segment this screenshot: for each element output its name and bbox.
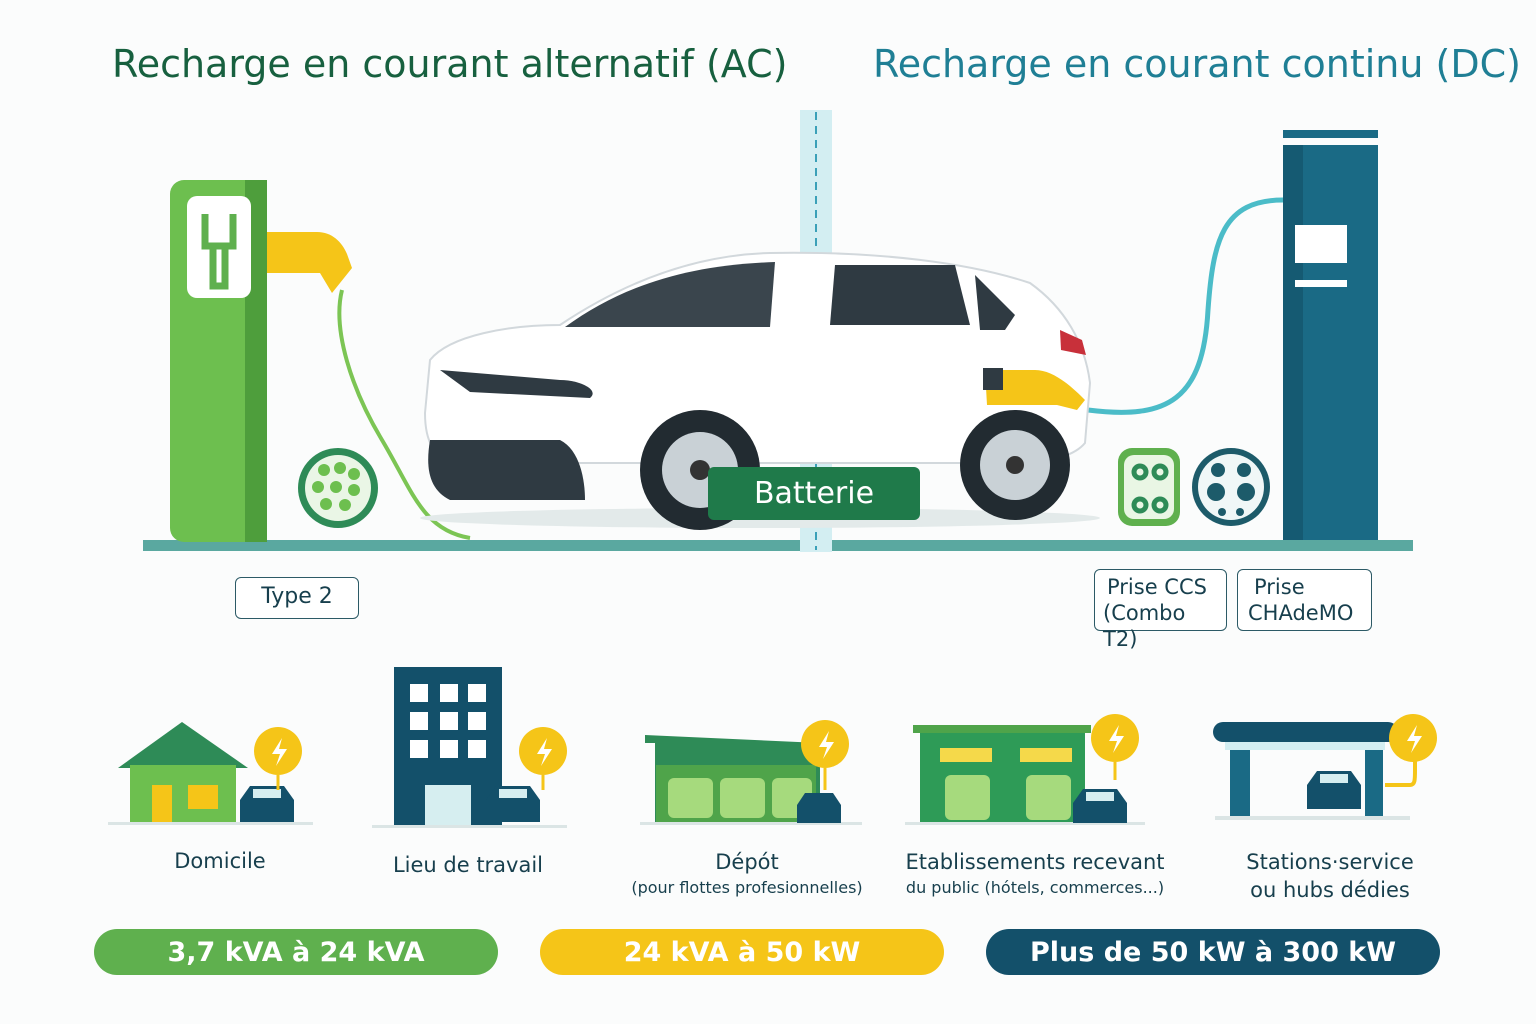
car-icon [1307, 771, 1361, 809]
location-public: Etablissements recevant du public (hótels… [895, 848, 1175, 900]
dc-title: Recharge en courant continu (DC) [873, 42, 1521, 86]
depot-icon [640, 735, 862, 825]
ccs-label: Prise CCS (Combo T2) [1094, 569, 1227, 651]
power-range-mid: 24 kVA à 50 kW [540, 929, 944, 975]
location-station: Stations·service ou hubs dédies [1215, 848, 1445, 904]
ac-title: Recharge en courant alternatif (AC) [112, 42, 788, 86]
location-sub: du public (hótels, commerces...) [905, 878, 1165, 897]
type2-text: Type 2 [261, 584, 333, 609]
location-name: Lieu de travail [392, 853, 544, 877]
dc-charger-icon [1087, 130, 1378, 540]
lightning-icon [1389, 714, 1437, 762]
office-building-icon [372, 667, 567, 828]
ccs-line2: (Combo T2) [1103, 601, 1186, 651]
type2-label: Type 2 [235, 577, 359, 619]
chademo-line2: CHAdeMO [1248, 601, 1354, 625]
lightning-icon [801, 720, 849, 790]
chademo-line1: Prise [1254, 575, 1305, 599]
lightning-icon [254, 727, 302, 790]
electric-car-illustration [420, 251, 1100, 530]
power-range-dc-high: Plus de 50 kW à 300 kW [986, 929, 1440, 975]
ac-charger-icon [170, 180, 471, 542]
car-icon [797, 793, 841, 823]
service-station-icon [1213, 722, 1417, 820]
location-sub: (pour flottes profesionnelles) [631, 878, 863, 897]
location-name: Etablissements recevant [905, 850, 1165, 874]
location-name: Domicile [174, 849, 266, 873]
location-depot: Dépót (pour flottes profesionnelles) [622, 848, 872, 900]
house-icon [108, 722, 313, 825]
location-name: Stations·service [1246, 850, 1414, 874]
location-name: Dépót [715, 850, 779, 874]
car-icon [240, 786, 294, 822]
power-range-ac-low: 3,7 kVA à 24 kVA [94, 929, 498, 975]
chademo-label: Prise CHAdeMO [1237, 569, 1372, 631]
ground-line [143, 540, 1413, 551]
lightning-icon [519, 727, 567, 790]
location-sub: ou hubs dédies [1250, 878, 1410, 902]
lightning-icon [1091, 714, 1139, 780]
battery-label: Batterie [708, 467, 920, 520]
ccs-line1: Prise CCS [1107, 575, 1207, 599]
location-workplace: Lieu de travail [368, 851, 568, 879]
car-icon [1073, 789, 1127, 823]
car-icon [486, 786, 540, 822]
location-home: Domicile [120, 847, 320, 875]
public-building-icon [905, 725, 1145, 825]
